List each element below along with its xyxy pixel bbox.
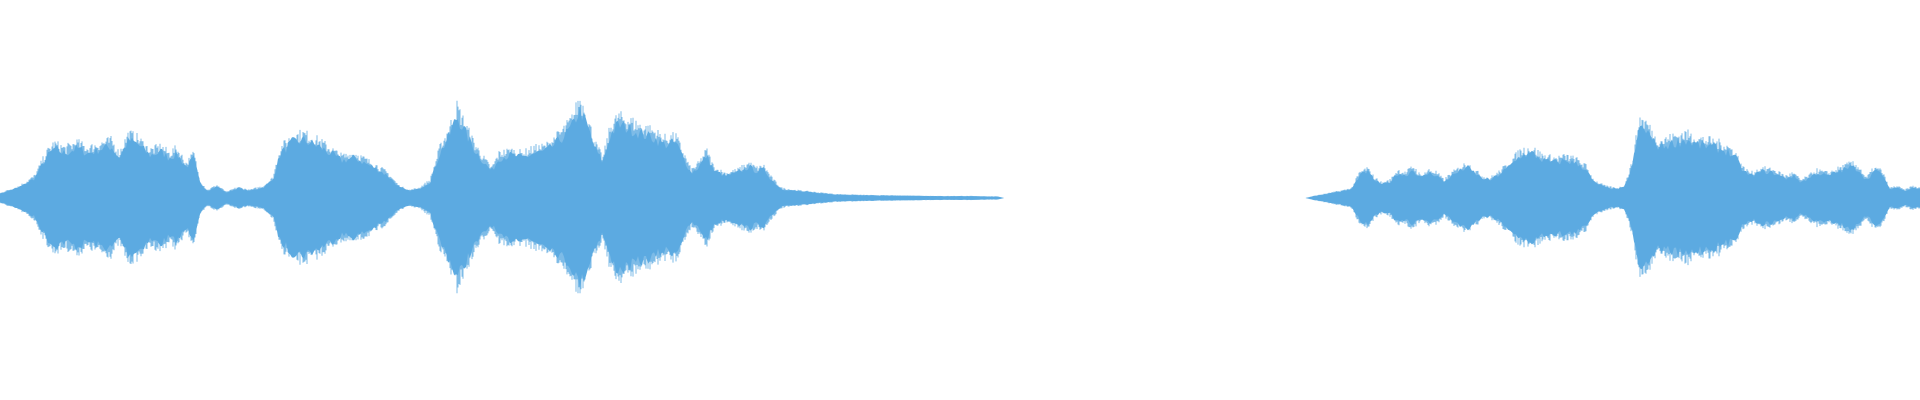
segment-1	[0, 100, 1004, 294]
segment-2	[1305, 117, 1920, 277]
waveform-layer	[0, 100, 1920, 294]
segment-1-spikes	[0, 100, 1004, 294]
segment-2-spikes	[1305, 117, 1920, 277]
